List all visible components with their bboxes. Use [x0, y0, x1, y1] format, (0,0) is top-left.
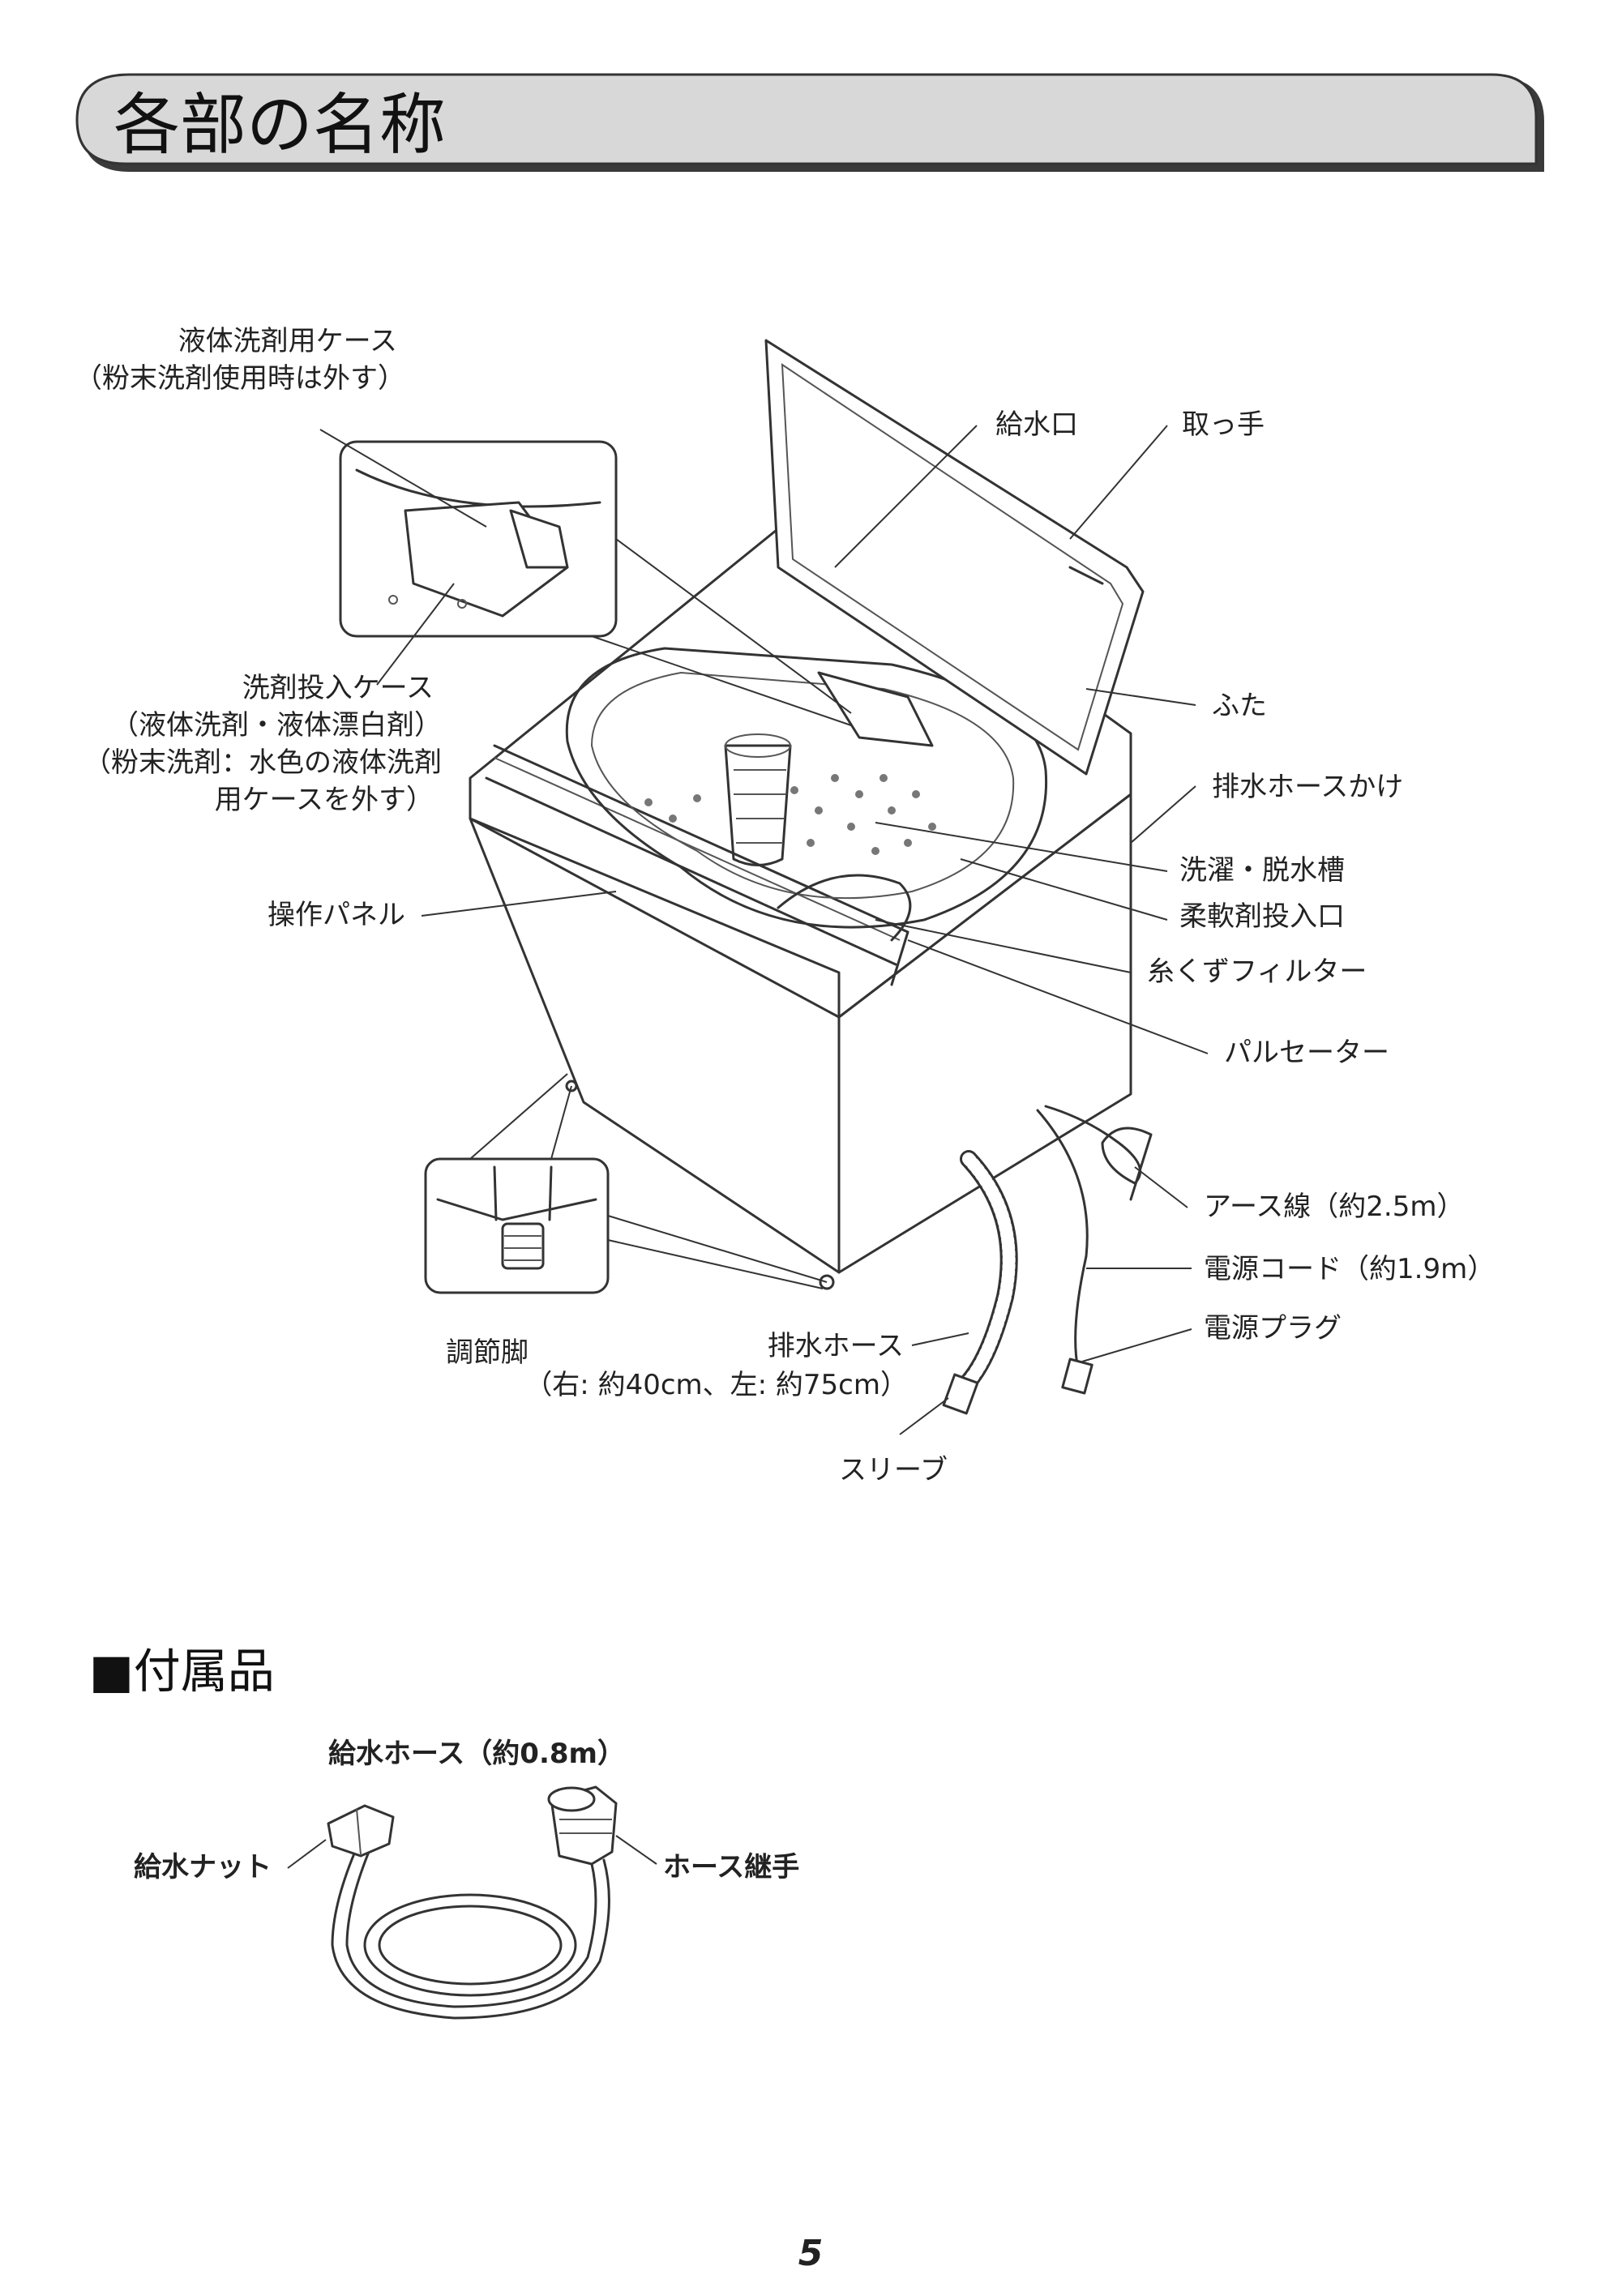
label-hose-joint: ホース継手 [663, 1851, 799, 1883]
label-supply-hose: 給水ホース（約0.8m） [328, 1738, 625, 1770]
label-detergent-case-note3: 用ケースを外す） [215, 784, 434, 816]
page-title: 各部の名称 [113, 87, 446, 164]
label-drain-hose: 排水ホース [768, 1330, 904, 1362]
label-softener-inlet: 柔軟剤投入口 [1179, 900, 1345, 933]
label-tub: 洗濯・脱水槽 [1179, 854, 1345, 887]
label-power-plug: 電源プラグ [1204, 1312, 1342, 1345]
inset-detergent-case [339, 440, 852, 726]
label-lint-filter: 糸くずフィルター [1147, 956, 1367, 988]
label-supply-nut: 給水ナット [134, 1851, 272, 1883]
title-banner: 各部の名称 [75, 73, 1544, 172]
label-lid: ふた [1212, 690, 1267, 722]
inset-adjust-foot [424, 1073, 828, 1294]
label-control-panel: 操作パネル [267, 899, 405, 931]
label-detergent-case-note2: （粉末洗剤：水色の液体洗剤 [83, 746, 442, 779]
label-pulsator: パルセーター [1224, 1037, 1389, 1069]
label-water-inlet: 給水口 [995, 408, 1078, 441]
label-detergent-case: 洗剤投入ケース [242, 672, 434, 704]
label-adjust-foot: 調節脚 [446, 1336, 529, 1369]
label-power-cord: 電源コード（約1.9m） [1204, 1253, 1495, 1285]
leader-lines [319, 425, 1209, 1435]
label-handle: 取っ手 [1182, 408, 1265, 441]
label-ground-wire: アース線（約2.5m） [1204, 1191, 1464, 1223]
washing-machine-illustration [469, 339, 1153, 1415]
accessories-heading: ■付属品 [89, 1644, 275, 1699]
page-number: 5 [798, 2233, 824, 2274]
label-liquid-case: 液体洗剤用ケース [178, 325, 397, 357]
label-liquid-case-note: （粉末洗剤使用時は外す） [75, 362, 405, 395]
part-labels: 液体洗剤用ケース （粉末洗剤使用時は外す） 給水口 取っ手 洗剤投入ケース （液… [75, 325, 1495, 1486]
label-drain-hose-length: （右: 約40cm、左: 約75cm） [524, 1369, 908, 1401]
label-sleeve: スリーブ [839, 1454, 948, 1486]
label-drain-hose-hook: 排水ホースかけ [1212, 771, 1403, 803]
accessories-section: ■付属品 給水ホース（約0.8m） 給水ナット ホース継手 [89, 1644, 799, 2020]
label-detergent-case-note1: （液体洗剤・液体漂白剤） [111, 709, 442, 742]
